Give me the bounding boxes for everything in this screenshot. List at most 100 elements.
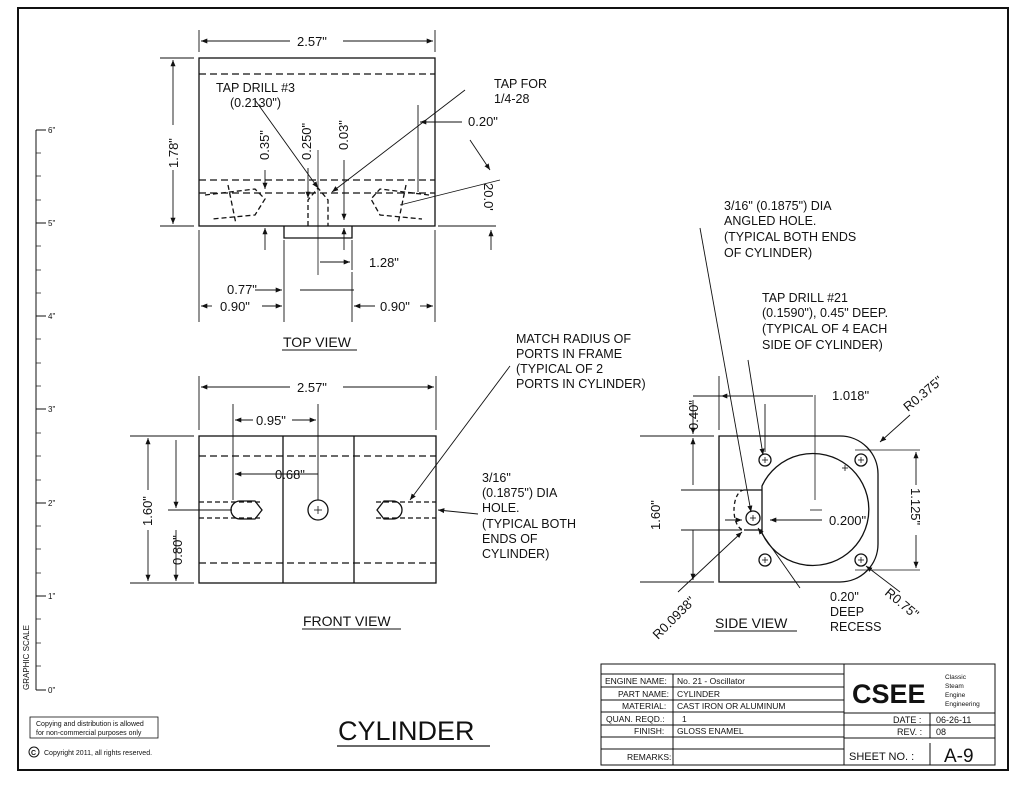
recess-line2: DEEP (830, 605, 864, 619)
engine-name-label: ENGINE NAME: (605, 676, 667, 686)
rev-value: 08 (936, 727, 946, 737)
tap21-note-1: TAP DRILL #21 (762, 291, 848, 305)
hole-note-6: CYLINDER) (482, 547, 549, 561)
title-block (600, 663, 996, 766)
top-view (198, 57, 436, 275)
tap21-note-2: (0.1590"), 0.45" DEEP. (762, 306, 888, 320)
scale-tick-2: 2" (48, 499, 55, 508)
top-view-label: TOP VIEW (283, 334, 352, 350)
front-view-dimensions (130, 365, 511, 630)
copy-notice-line1: Copying and distribution is allowed (36, 721, 144, 728)
dim-128: 1.28" (369, 255, 399, 270)
recess-line1: 0.20" (830, 590, 859, 604)
sheet-label: SHEET NO. : (849, 751, 914, 763)
rev-label: REV. : (897, 727, 922, 737)
dim-003: 0.03" (336, 120, 351, 150)
tap21-note-4: SIDE OF CYLINDER) (762, 338, 883, 352)
side-view-dimensions (640, 227, 920, 632)
front-view-label: FRONT VIEW (303, 613, 391, 629)
copy-notice-box (29, 716, 159, 739)
match-note-1: MATCH RADIUS OF (516, 332, 631, 346)
dim-035: 0.35" (257, 130, 272, 160)
angled-note-4: OF CYLINDER) (724, 246, 812, 260)
copyright-glyph: C (31, 750, 36, 757)
angled-note-2: ANGLED HOLE. (724, 214, 816, 228)
front-width-dim: 2.57" (297, 380, 327, 395)
hole-note-4: (TYPICAL BOTH (482, 517, 576, 531)
scale-tick-3: 3" (48, 405, 55, 414)
tap-for-line2: 1/4-28 (494, 92, 529, 106)
r-00938: R0.0938" (650, 593, 699, 642)
dim-0250: 0.250" (299, 122, 314, 160)
finish-value: GLOSS ENAMEL (677, 726, 744, 736)
side-view-label: SIDE VIEW (715, 615, 788, 631)
company-line2: Steam (945, 683, 964, 690)
top-width-dim: 2.57" (297, 34, 327, 49)
part-name-value: CYLINDER (677, 689, 720, 699)
dim-077: 0.77" (227, 282, 257, 297)
top-view-dimensions (160, 30, 501, 351)
engine-name-value: No. 21 - Oscillator (677, 676, 745, 686)
front-view (198, 435, 437, 584)
angle-dim: 20.0' (481, 183, 496, 211)
material-label: MATERIAL: (622, 701, 666, 711)
r-075: R0.75" (882, 585, 922, 622)
tap-drill-3-line2: (0.2130") (230, 96, 281, 110)
match-note-4: PORTS IN CYLINDER) (516, 377, 646, 391)
dim-068: 0.68" (275, 467, 305, 482)
angled-note-1: 3/16" (0.1875") DIA (724, 199, 832, 213)
r-0375: R0.375" (900, 373, 946, 415)
copy-notice-line2: for non-commercial purposes only (36, 730, 142, 737)
side-height-dim: 1.60" (648, 500, 663, 530)
top-height-dim: 1.78" (166, 138, 181, 168)
company-line4: Engineering (945, 701, 980, 708)
side-view-small-crosses (750, 457, 864, 563)
dim-080: 0.80" (170, 535, 185, 565)
hole-note-3: HOLE. (482, 501, 520, 515)
drawing-title: CYLINDER (338, 716, 475, 746)
dim-020: 0.20" (468, 114, 498, 129)
match-note-3: (TYPICAL OF 2 (516, 362, 603, 376)
front-height-dim: 1.60" (140, 496, 155, 526)
drawing-border (17, 7, 1009, 771)
quan-value: 1 (682, 714, 687, 724)
dim-1018: 1.018" (832, 388, 870, 403)
hole-note-5: ENDS OF (482, 532, 538, 546)
hole-note-1: 3/16" (482, 471, 511, 485)
side-view (718, 395, 879, 583)
scale-tick-1: 1" (48, 592, 55, 601)
graphic-scale-label: GRAPHIC SCALE (22, 625, 31, 690)
date-label: DATE : (893, 715, 921, 725)
scale-tick-0: 0" (48, 686, 55, 695)
hole-note-2: (0.1875") DIA (482, 486, 558, 500)
quan-label: QUAN. REQD.: (606, 714, 665, 724)
scale-tick-6: 6" (48, 126, 55, 135)
part-name-label: PART NAME: (618, 689, 669, 699)
finish-label: FINISH: (634, 726, 664, 736)
scale-tick-5: 5" (48, 219, 55, 228)
date-value: 06-26-11 (936, 715, 971, 725)
match-note-2: PORTS IN FRAME (516, 347, 622, 361)
recess-line3: RECESS (830, 620, 881, 634)
sheet-value: A-9 (944, 746, 974, 767)
company-logo: CSEE (852, 679, 926, 709)
remarks-label: REMARKS: (627, 752, 671, 762)
copyright-text: Copyright 2011, all rights reserved. (44, 750, 152, 757)
dim-090-left: 0.90" (220, 299, 250, 314)
copyright-icon (28, 746, 40, 758)
tap21-note-3: (TYPICAL OF 4 EACH (762, 322, 887, 336)
dim-0200: 0.200" (829, 513, 867, 528)
angled-note-3: (TYPICAL BOTH ENDS (724, 230, 856, 244)
scale-tick-4: 4" (48, 312, 55, 321)
dim-1125: 1.125" (908, 488, 923, 526)
dim-040: 0.40" (686, 400, 701, 430)
material-value: CAST IRON OR ALUMINUM (677, 701, 785, 711)
company-line1: Classic (945, 674, 967, 681)
tap-drill-3-line1: TAP DRILL #3 (216, 81, 295, 95)
tap-for-line1: TAP FOR (494, 77, 547, 91)
dim-095: 0.95" (256, 413, 286, 428)
dim-090-right: 0.90" (380, 299, 410, 314)
company-line3: Engine (945, 692, 966, 699)
graphic-scale (35, 129, 46, 691)
